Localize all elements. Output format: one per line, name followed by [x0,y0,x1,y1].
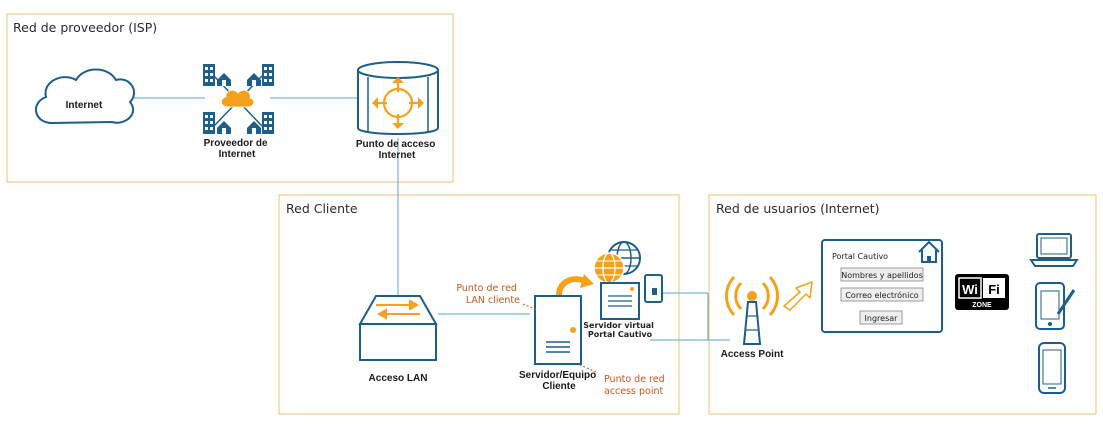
home-icon [918,240,940,263]
access-point-antenna-icon [725,275,779,345]
wifi-badge-left: Wi [962,282,978,297]
provider-label-line-1: Proveedor de [204,138,268,149]
laptop-icon [1029,233,1079,267]
lan-switch-icon [358,295,438,361]
wifi-zone-badge: Wi Fi ZONE [955,274,1009,310]
isp-access-point-label-line-2: Internet [379,150,416,161]
provider-label-line-2: Internet [219,149,256,160]
wifi-badge-right: Fi [988,282,1000,297]
isp-access-point-label: Punto de acceso Internet [356,139,438,161]
lan-point-leader [522,303,538,311]
portal-name-field[interactable]: Nombres y apellidos [841,271,922,280]
portal-title: Portal Cautivo [832,252,888,261]
wifi-badge-zone: ZONE [972,302,992,309]
portal-login-button-box[interactable] [859,310,903,325]
internet-label: Internet [66,100,103,111]
zone-client-title: Red Cliente [286,201,358,216]
ap-point-note-line-2: access point [604,386,664,397]
portal-login-button[interactable]: Ingresar [865,314,899,323]
lan-point-note: Punto de red LAN cliente [456,283,520,306]
client-server-icon [534,274,594,365]
lan-point-note-line-1: Punto de red [456,283,517,294]
smartphone-icon [1038,342,1066,394]
isp-access-point-label-line-1: Punto de acceso [356,139,435,150]
captive-portal-window: Portal Cautivo Nombres y apellidos Corre… [821,239,943,333]
ap-point-note: Punto de red access point [604,374,668,397]
isp-router-icon [357,61,439,135]
portal-arrow-icon [783,281,813,311]
virtual-server-label-line-2: Portal Cautivo [588,330,653,339]
provider-label: Proveedor de Internet [204,138,271,160]
client-server-label-line-1: Servidor/Equipo [519,370,596,381]
zone-isp-title: Red de proveedor (ISP) [13,20,157,35]
access-point-label: Access Point [721,349,784,360]
portal-name-field-box[interactable] [840,267,924,282]
client-server-label: Servidor/Equipo Cliente [519,370,599,392]
lan-label: Acceso LAN [369,373,428,384]
virtual-server-label-line-1: Servidor virtual [583,321,654,330]
internet-cloud-icon [35,68,135,125]
ap-point-leader [577,363,597,373]
portal-email-field[interactable]: Correo electrónico [845,290,918,300]
portal-email-field-box[interactable] [840,287,924,302]
zone-users-frame [708,194,1097,415]
tablet-pen-icon [1035,282,1076,330]
virtual-server-icon [593,241,663,320]
client-server-label-line-2: Cliente [542,381,576,392]
virtual-server-label: Servidor virtual Portal Cautivo [583,321,656,339]
connection-lines [133,97,730,341]
ap-point-note-line-1: Punto de red [604,374,665,385]
provider-network-icon [203,64,274,134]
zone-isp-frame [6,13,454,183]
zone-client-frame [278,194,680,415]
zone-users-title: Red de usuarios (Internet) [716,201,879,216]
lan-point-note-line-2: LAN cliente [466,295,520,306]
